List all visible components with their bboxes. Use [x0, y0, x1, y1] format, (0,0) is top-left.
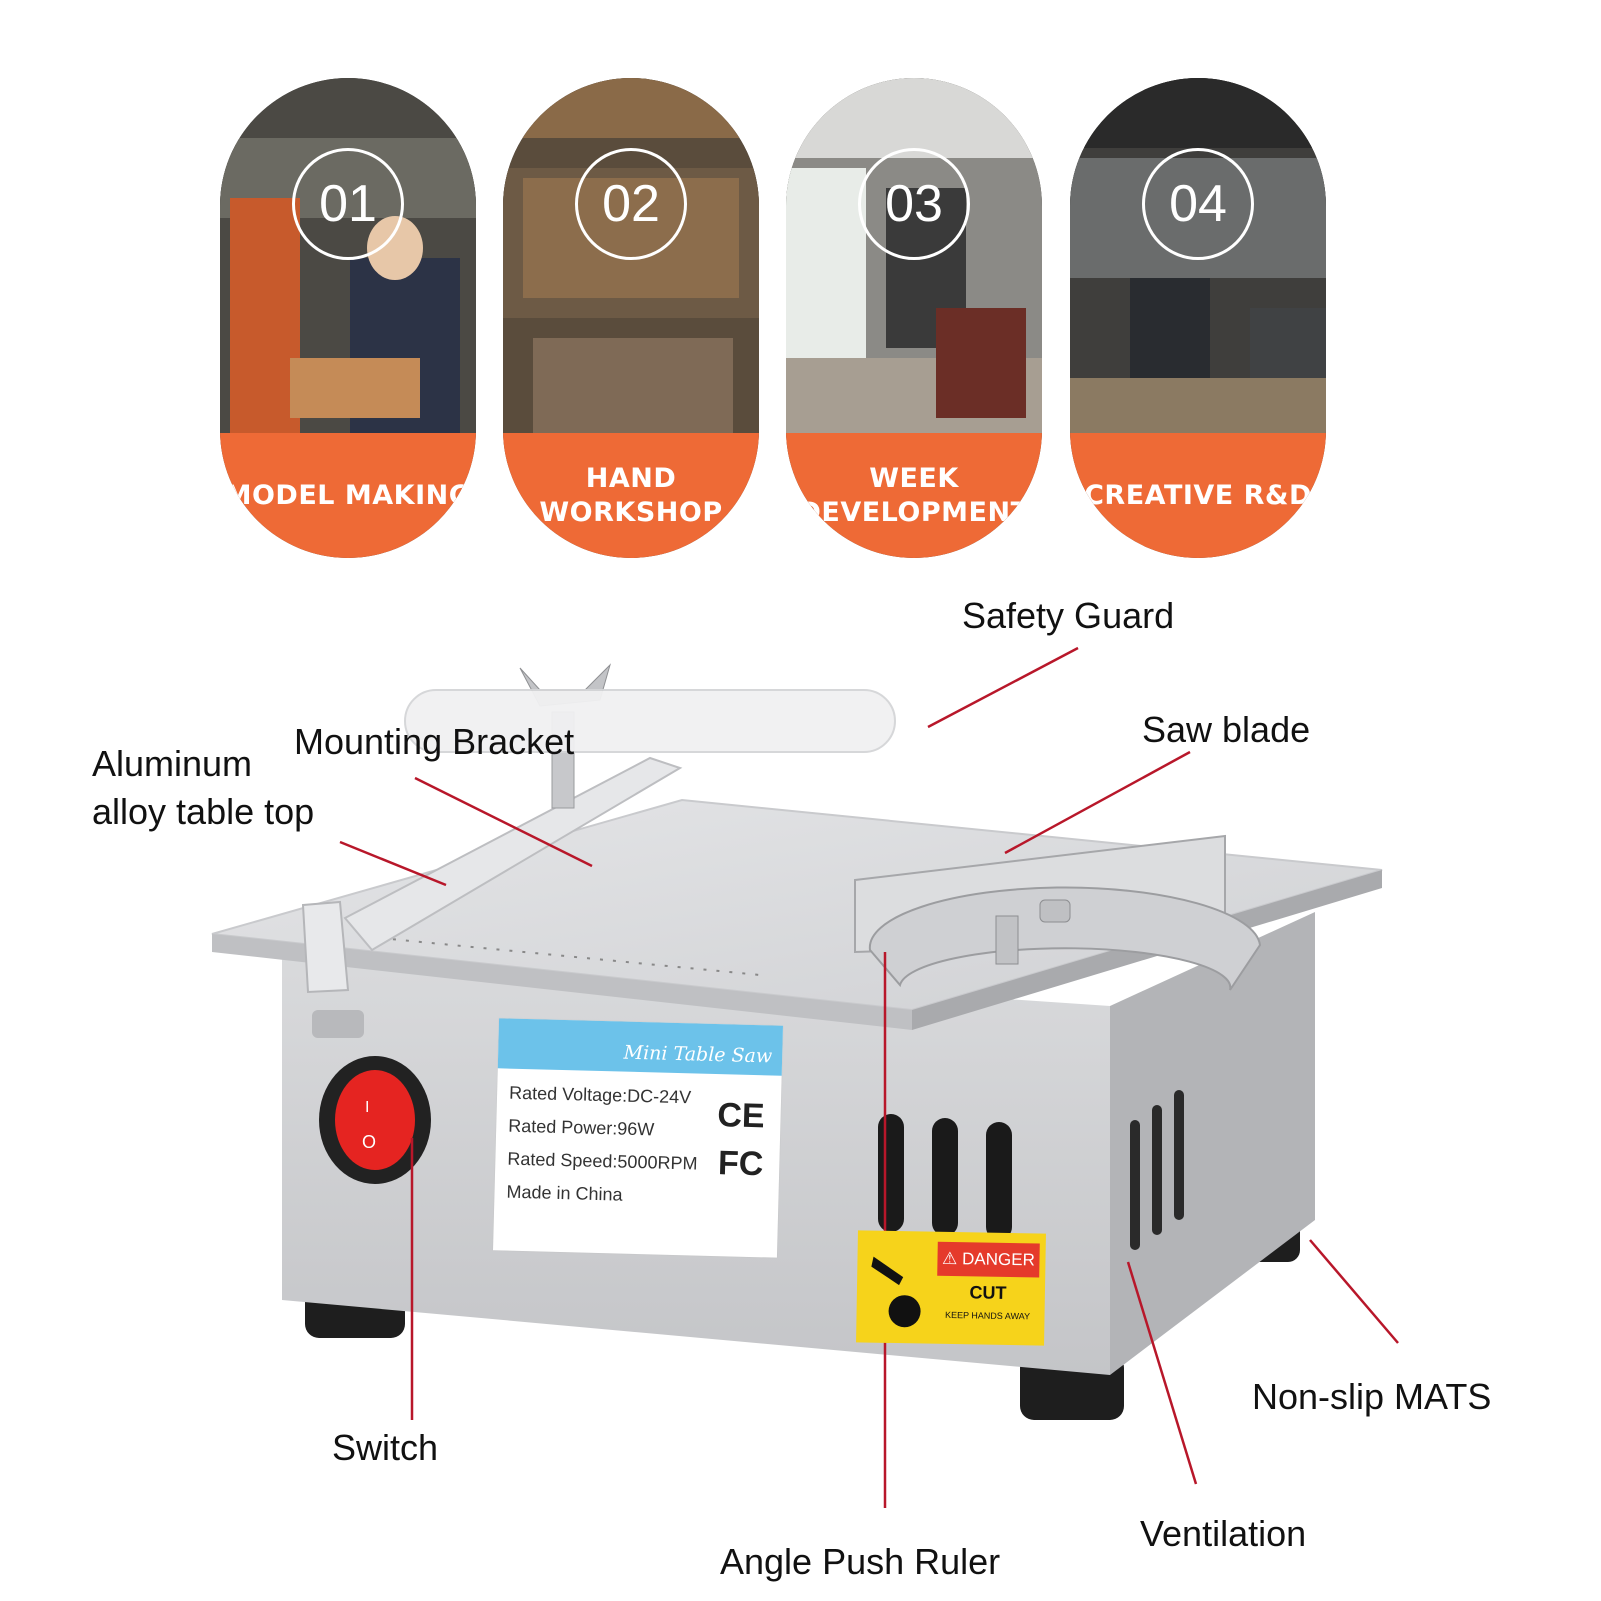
card-number: 03 — [858, 148, 970, 260]
hand-warning-icon — [871, 1256, 921, 1328]
card-title: HAND WORKSHOP — [539, 462, 723, 528]
card-number: 01 — [292, 148, 404, 260]
card-number: 04 — [1142, 148, 1254, 260]
card-band: WEEK DEVELOPMENT — [786, 433, 1042, 558]
use-case-card-model-making: 01 MODEL MAKING — [220, 78, 476, 558]
spec-label: Mini Table Saw Rated Voltage:DC-24V Rate… — [493, 1018, 783, 1258]
switch-off-mark: O — [362, 1132, 376, 1152]
rated-power: Rated Power:96W — [508, 1115, 655, 1140]
card-title: MODEL MAKING — [224, 479, 472, 511]
danger-label: ⚠ DANGER CUT KEEP HANDS AWAY — [856, 1230, 1046, 1346]
power-switch[interactable] — [335, 1070, 415, 1170]
fence-clamp — [301, 900, 350, 994]
lock-knob — [995, 915, 1019, 965]
vent-slot — [932, 1118, 958, 1236]
safety-guard — [404, 689, 896, 753]
leader-safety-guard — [927, 646, 1079, 729]
callout-leaders — [339, 646, 1399, 1508]
card-band: MODEL MAKING — [220, 433, 476, 558]
switch-on-mark: I — [365, 1099, 369, 1116]
table-top-edge — [212, 934, 912, 1030]
callout-non-slip: Non-slip MATS — [1252, 1376, 1492, 1417]
spec-lines: Rated Voltage:DC-24V Rated Power:96W Rat… — [506, 1077, 700, 1214]
spec-label-title: Mini Table Saw — [497, 1018, 783, 1076]
card-number: 02 — [575, 148, 687, 260]
ce-mark: CE — [716, 1096, 766, 1136]
danger-cut: CUT — [969, 1282, 1007, 1303]
use-case-card-creative-rd: 04 CREATIVE R&D — [1070, 78, 1326, 558]
fc-mark: FC — [717, 1144, 764, 1184]
danger-heading: ⚠ DANGER — [937, 1241, 1040, 1278]
leader-mounting-bracket — [414, 776, 593, 868]
rated-speed: Rated Speed:5000RPM — [507, 1148, 698, 1174]
leader-ventilation — [1126, 1261, 1198, 1485]
rated-voltage: Rated Voltage:DC-24V — [508, 1082, 692, 1108]
danger-keep-hands: KEEP HANDS AWAY — [944, 1309, 1031, 1322]
vent-slot — [1174, 1090, 1184, 1220]
leader-non-slip — [1309, 1239, 1399, 1344]
callout-table-top: Aluminum alloy table top — [92, 743, 315, 832]
vent-slot — [1130, 1120, 1140, 1250]
callout-angle-ruler: Angle Push Ruler — [720, 1541, 1001, 1582]
card-band: HAND WORKSHOP — [503, 433, 759, 558]
callout-switch: Switch — [332, 1427, 439, 1468]
card-title: CREATIVE R&D — [1084, 479, 1312, 511]
saw-body-side — [1110, 912, 1315, 1375]
fence-knob — [312, 1010, 364, 1038]
card-band: CREATIVE R&D — [1070, 433, 1326, 558]
leader-table-top — [339, 840, 447, 887]
vent-slot — [986, 1122, 1012, 1240]
danger-heading-text: DANGER — [961, 1249, 1036, 1270]
made-in: Made in China — [506, 1181, 623, 1205]
protractor — [868, 886, 1262, 991]
use-case-card-hand-workshop: 02 HAND WORKSHOP — [503, 78, 759, 558]
card-title: WEEK DEVELOPMENT — [798, 462, 1030, 528]
callout-safety-guard: Safety Guard — [962, 595, 1175, 636]
leader-saw-blade — [1004, 750, 1191, 855]
vent-slot — [1152, 1105, 1162, 1235]
vent-slot — [878, 1114, 904, 1232]
use-case-card-week-development: 03 WEEK DEVELOPMENT — [786, 78, 1042, 558]
callout-ventilation: Ventilation — [1140, 1513, 1307, 1554]
callout-saw-blade: Saw blade — [1142, 709, 1311, 750]
lock-knob — [1039, 899, 1071, 923]
rip-fence — [343, 756, 683, 952]
callout-mounting-bracket: Mounting Bracket — [294, 721, 575, 762]
